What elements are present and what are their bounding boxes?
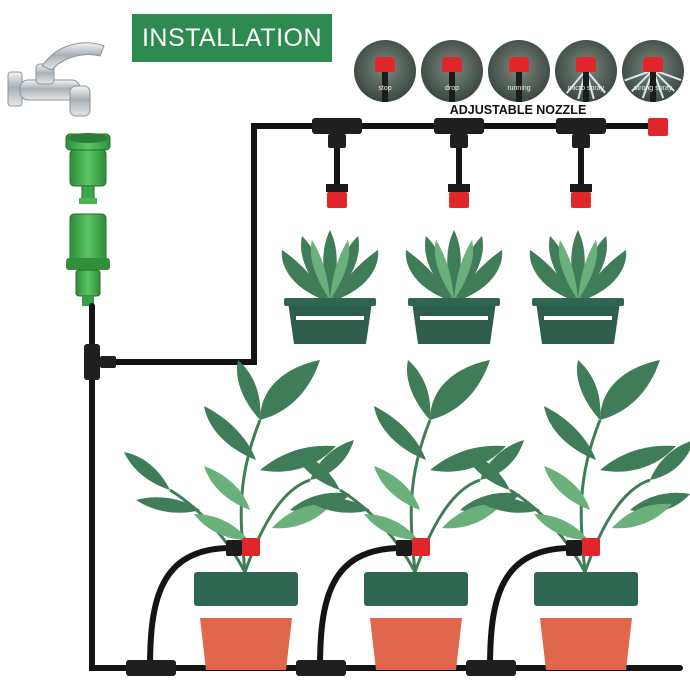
nozzle-mode-label: stop	[378, 85, 392, 92]
adjustable-nozzle-title: ADJUSTABLE NOZZLE	[449, 103, 587, 117]
nozzle-cap-icon	[643, 57, 663, 72]
nozzle-cap-icon	[375, 57, 395, 72]
nozzle-mode-label: strong spray	[633, 85, 673, 92]
banner-title: INSTALLATION	[141, 23, 323, 52]
nozzle-mode-drop: drop	[421, 40, 483, 102]
nozzle-stem	[650, 66, 656, 102]
large-plant-pot-icon	[124, 360, 690, 670]
nozzle-cap-icon	[509, 57, 529, 72]
faucet-icon	[7, 42, 105, 117]
nozzle-stem	[449, 66, 455, 102]
nozzle-cap-icon	[442, 57, 462, 72]
nozzle-mode-label: micro spray	[567, 85, 605, 92]
plant-pot-icon	[281, 230, 627, 344]
nozzle-mode-micro-spray: micro spray	[555, 40, 617, 102]
tee-connectors	[84, 118, 606, 676]
nozzle-stem	[583, 66, 589, 102]
nozzle-stem	[382, 66, 388, 102]
tap-adapter-icon	[66, 213, 110, 306]
drip-nozzle-icon	[226, 538, 600, 556]
installation-banner: INSTALLATION	[132, 14, 332, 62]
nozzle-cap-icon	[576, 57, 596, 72]
nozzle-mode-stop: stop	[354, 40, 416, 102]
nozzle-mode-strong-spray: strong spray	[622, 40, 684, 102]
adjustable-nozzle-icon	[326, 118, 668, 208]
nozzle-mode-running: running	[488, 40, 550, 102]
nozzle-mode-label: drop	[444, 85, 459, 92]
nozzle-stem	[516, 66, 522, 102]
nozzle-mode-label: running	[507, 85, 531, 92]
hose-connector-icon	[65, 133, 111, 204]
